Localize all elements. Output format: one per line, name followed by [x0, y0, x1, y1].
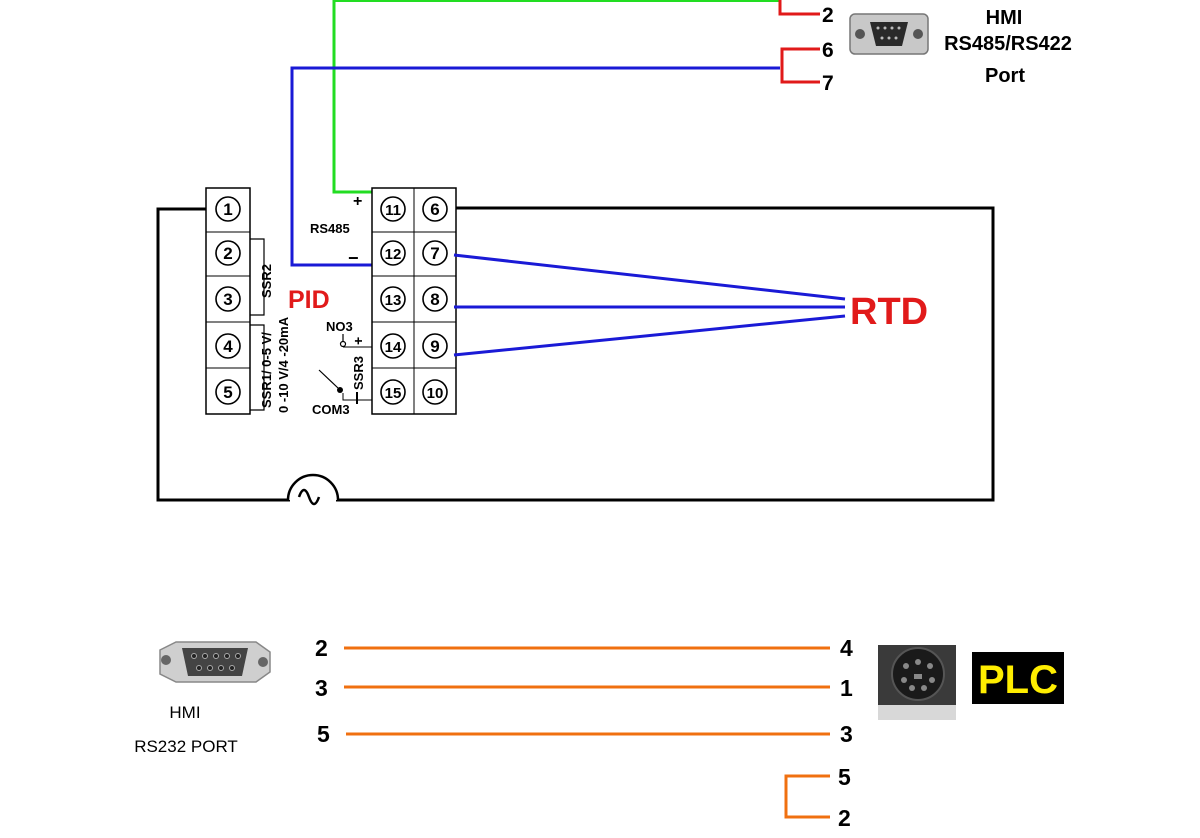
com3-label: COM3	[312, 402, 350, 417]
hmi-top-label-2: RS485/RS422	[944, 33, 1072, 55]
hmi-top-label-1: HMI	[986, 7, 1023, 29]
left-terminal-4	[215, 333, 241, 359]
right-terminal-label-10: 10	[427, 385, 444, 402]
rtd-label: RTD	[850, 291, 928, 333]
red-wire-pin2	[778, 0, 820, 16]
mid-terminal-14	[380, 333, 406, 359]
db9-female-connector-icon	[159, 641, 271, 683]
ssr2-label: SSR2	[259, 264, 274, 298]
right-terminal-label-7: 7	[430, 244, 439, 263]
right-pin-3: 3	[840, 721, 853, 747]
left-pin-3: 5	[317, 721, 330, 747]
left-terminal-3	[215, 286, 241, 312]
pin-label-2: 2	[822, 4, 834, 27]
rtd-wire-9	[453, 314, 846, 357]
right-terminal-label-8: 8	[430, 290, 439, 309]
rtd-wire-7	[453, 253, 846, 301]
no3-label: NO3	[326, 319, 353, 334]
loop-pin-2: 2	[838, 805, 851, 831]
mid-terminal-label-13: 13	[385, 292, 402, 309]
mid-terminal-12	[380, 240, 406, 266]
plc-label-box	[972, 652, 1064, 704]
left-terminal-label-3: 3	[223, 290, 232, 309]
hmi-bottom-label-2: RS232 PORT	[134, 737, 238, 756]
right-terminal-label-6: 6	[430, 200, 439, 219]
left-terminal-5	[215, 379, 241, 405]
hmi-top-label-3: Port	[985, 65, 1025, 87]
mid-terminal-label-11: 11	[385, 202, 401, 219]
green-wire	[332, 0, 372, 194]
left-terminal-2	[215, 240, 241, 266]
ssr3-plus: +	[350, 337, 366, 345]
ac-source-icon	[286, 473, 340, 506]
right-terminal-label-9: 9	[430, 337, 439, 356]
left-terminal-label-2: 2	[223, 244, 232, 263]
ssr1-label-1: SSR1/ 0-5 V/	[259, 332, 274, 408]
loop-pin-1: 5	[838, 764, 851, 790]
hmi-bottom-label-1: HMI	[169, 703, 200, 722]
rs485-label: RS485	[310, 221, 350, 236]
right-pin-1: 4	[840, 635, 853, 661]
right-terminal-6	[422, 196, 448, 222]
ssr3-label: SSR3	[351, 356, 366, 390]
pin-label-6: 6	[822, 39, 834, 62]
mid-terminal-13	[380, 286, 406, 312]
pid-label: PID	[288, 286, 330, 314]
pin-label-7: 7	[822, 72, 834, 95]
plc-label: PLC	[978, 658, 1058, 702]
mid-terminal-label-12: 12	[385, 246, 402, 263]
left-terminal-1	[215, 196, 241, 222]
left-terminal-label-1: 1	[223, 200, 232, 219]
mid-terminal-15	[380, 379, 406, 405]
mini-din-connector-icon	[878, 645, 956, 720]
ssr1-label-2: 0 -10 V/4 -20mA	[276, 316, 291, 413]
rs485-minus: −	[348, 248, 359, 268]
orange-bracket-5-2	[784, 774, 830, 819]
power-loop-right	[336, 206, 995, 502]
mid-terminal-11	[380, 196, 406, 222]
right-pin-2: 1	[840, 675, 853, 701]
right-terminal-9	[422, 333, 448, 359]
db9-connector-icon	[849, 13, 929, 55]
left-terminal-label-4: 4	[223, 337, 233, 356]
left-pin-2: 3	[315, 675, 328, 701]
rs485-plus: +	[353, 193, 362, 210]
right-terminal-8	[422, 286, 448, 312]
mid-terminal-label-14: 14	[385, 339, 402, 356]
mid-terminal-label-15: 15	[385, 385, 402, 402]
power-loop-left	[156, 207, 290, 502]
blue-wire-rs485	[290, 66, 780, 267]
left-pin-1: 2	[315, 635, 328, 661]
right-terminal-7	[422, 240, 448, 266]
right-terminal-10	[422, 379, 448, 405]
left-terminal-label-5: 5	[223, 383, 232, 402]
red-bracket-6-7	[780, 47, 820, 84]
